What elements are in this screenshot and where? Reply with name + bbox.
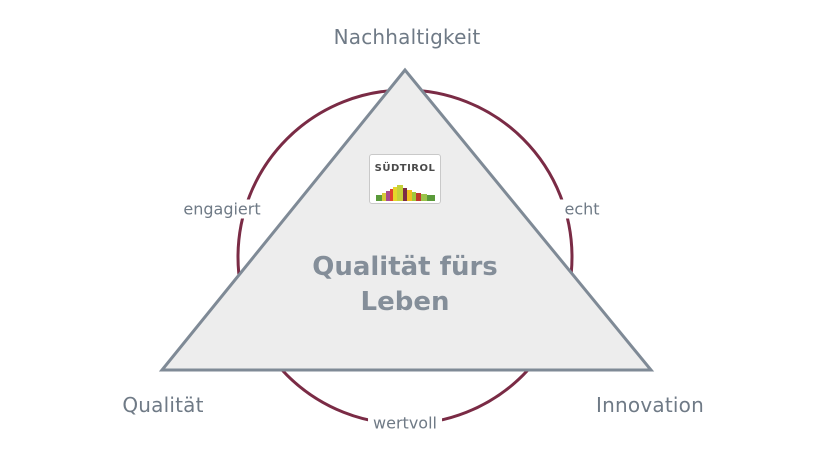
edge-label-left: engagiert [178, 199, 266, 219]
center-title-line-2: Leben [360, 287, 450, 317]
suedtirol-logo: SÜDTIROL [369, 154, 441, 204]
quality-triangle [158, 67, 655, 372]
vertex-label-bottom-right: Innovation [596, 393, 704, 417]
vertex-label-top: Nachhaltigkeit [333, 25, 481, 49]
center-title-line-1: Qualität fürs [312, 252, 498, 282]
edge-label-bottom: wertvoll [368, 413, 442, 433]
edge-label-right: echt [559, 199, 605, 219]
center-title: Qualität fürs Leben [312, 250, 498, 320]
vertex-label-bottom-left: Qualität [122, 393, 204, 417]
logo-stripes-graphic [376, 185, 435, 201]
logo-wordmark: SÜDTIROL [374, 163, 436, 174]
